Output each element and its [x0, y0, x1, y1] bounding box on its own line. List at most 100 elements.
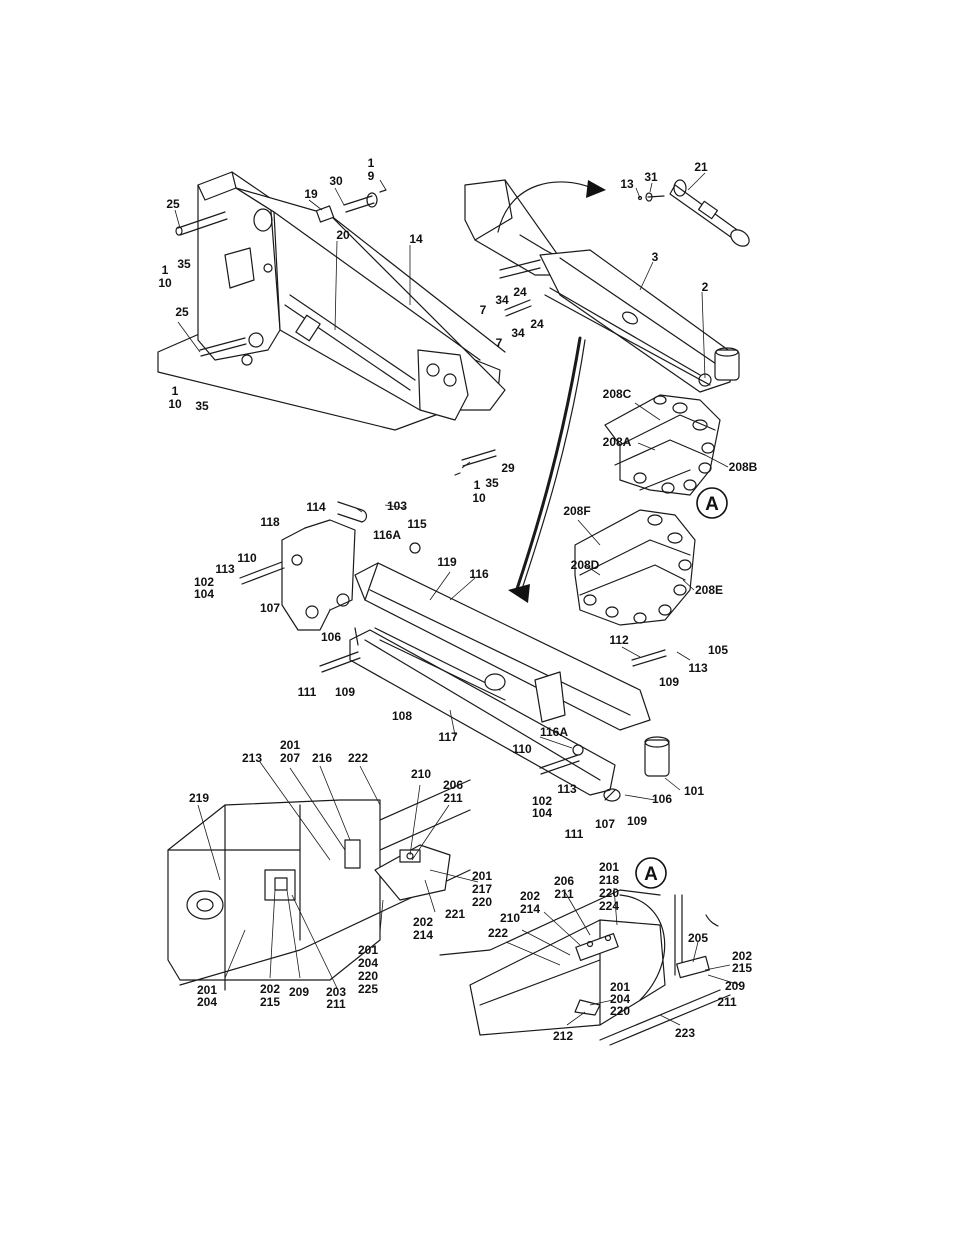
callout-114: 114: [306, 500, 326, 514]
callout-201-b: 201: [472, 869, 492, 883]
callout-30: 30: [329, 174, 343, 188]
callout-109-top: 109: [335, 685, 355, 699]
callout-222-a: 222: [348, 751, 368, 765]
callout-109-right: 109: [659, 675, 679, 689]
callout-113-bottom: 113: [557, 782, 577, 796]
callout-208C: 208C: [603, 387, 632, 401]
callout-201-a: 201: [280, 738, 300, 752]
callout-104-top: 104: [194, 587, 214, 601]
boom-base-assembly: [157, 171, 506, 476]
callout-102-bottom: 102: [532, 794, 552, 808]
callout-206-b: 206: [554, 874, 574, 888]
callout-101: 101: [684, 784, 704, 798]
callout-14: 14: [409, 232, 423, 246]
callout-221: 221: [445, 907, 465, 921]
callout-218: 218: [599, 873, 619, 887]
callout-202-b: 202: [260, 982, 280, 996]
callout-223: 223: [675, 1026, 695, 1040]
boom-extension-assembly: [464, 179, 750, 393]
callout-222-b: 222: [488, 926, 508, 940]
callout-219: 219: [189, 791, 209, 805]
callout-105: 105: [708, 643, 728, 657]
callout-201-e: 201: [599, 860, 619, 874]
callout-108: 108: [392, 709, 412, 723]
callout-116A-top: 116A: [373, 528, 401, 542]
callout-201-d: 201: [197, 983, 217, 997]
callout-106-bottom: 106: [652, 792, 672, 806]
callout-21: 21: [694, 160, 708, 174]
cable-carrier-upper: [604, 394, 721, 496]
callout-7-a: 7: [480, 303, 487, 317]
callout-220-c: 220: [599, 886, 619, 900]
callout-220-d: 220: [610, 1004, 630, 1018]
callout-19: 19: [304, 187, 318, 201]
callout-107-top: 107: [260, 601, 280, 615]
callout-29: 29: [501, 461, 515, 475]
callout-116A-bottom: 116A: [540, 725, 568, 739]
callout-1-lower: 1: [172, 384, 179, 398]
callout-35-lower: 35: [195, 399, 209, 413]
leader-lines: [174, 172, 741, 1026]
callout-201-c: 201: [358, 943, 378, 957]
callout-208D: 208D: [571, 558, 600, 572]
callout-204-a: 204: [358, 956, 378, 970]
callout-214-b: 214: [520, 902, 540, 916]
callout-13: 13: [620, 177, 634, 191]
detail-a-letter-bottom: A: [644, 864, 658, 885]
callout-207: 207: [280, 751, 300, 765]
callout-203: 203: [326, 985, 346, 999]
callout-110-top: 110: [237, 551, 257, 565]
callout-3: 3: [652, 250, 659, 264]
callout-24-b: 24: [530, 317, 544, 331]
callout-215-b: 215: [732, 961, 752, 975]
jib-assembly: [239, 501, 670, 802]
frame-mount-assembly: [167, 779, 471, 991]
callout-109-bottom: 109: [627, 814, 647, 828]
callout-24-a: 24: [513, 285, 527, 299]
detail-a-assembly: [439, 889, 731, 1046]
callout-111-top: 111: [298, 685, 317, 699]
callout-119: 119: [437, 555, 457, 569]
callout-107-bottom: 107: [595, 817, 615, 831]
callout-210-a: 210: [411, 767, 431, 781]
callout-225: 225: [358, 982, 378, 996]
callout-211-c: 211: [554, 887, 574, 901]
callout-117: 117: [438, 730, 458, 744]
callout-35-top: 35: [177, 257, 191, 271]
callout-102-top: 102: [194, 575, 214, 589]
callout-210-b: 210: [500, 911, 520, 925]
callout-10-lower: 10: [168, 397, 182, 411]
callout-209-a: 209: [289, 985, 309, 999]
callout-111-bottom: 111: [565, 827, 584, 841]
callout-7-b: 7: [496, 336, 503, 350]
callout-31: 31: [644, 170, 658, 184]
detail-a-letter-top: A: [705, 494, 719, 515]
callout-2: 2: [702, 280, 709, 294]
callout-213: 213: [242, 751, 262, 765]
callout-208B: 208B: [729, 460, 758, 474]
callout-204-b: 204: [197, 995, 217, 1009]
callout-208F: 208F: [563, 504, 590, 518]
callout-113-top: 113: [215, 562, 235, 576]
callout-9-top: 9: [368, 169, 375, 183]
callout-35-c: 35: [485, 476, 499, 490]
callout-118: 118: [260, 515, 280, 529]
transfer-arrow-down: [508, 336, 586, 603]
callout-25-top: 25: [166, 197, 180, 211]
callout-217: 217: [472, 882, 492, 896]
callout-215-a: 215: [260, 995, 280, 1009]
callout-220-b: 220: [358, 969, 378, 983]
callout-103: 103: [387, 499, 407, 513]
callout-1-left: 1: [162, 263, 169, 277]
callout-206-a: 206: [443, 778, 463, 792]
callout-216: 216: [312, 751, 332, 765]
callout-202-a: 202: [413, 915, 433, 929]
callout-1-top: 1: [368, 156, 375, 170]
callout-10-c: 10: [472, 491, 486, 505]
callout-220-a: 220: [472, 895, 492, 909]
callout-112: 112: [609, 633, 629, 647]
callout-34-b: 34: [511, 326, 525, 340]
callout-1-c: 1: [474, 478, 481, 492]
callout-201-f: 201: [610, 980, 630, 994]
